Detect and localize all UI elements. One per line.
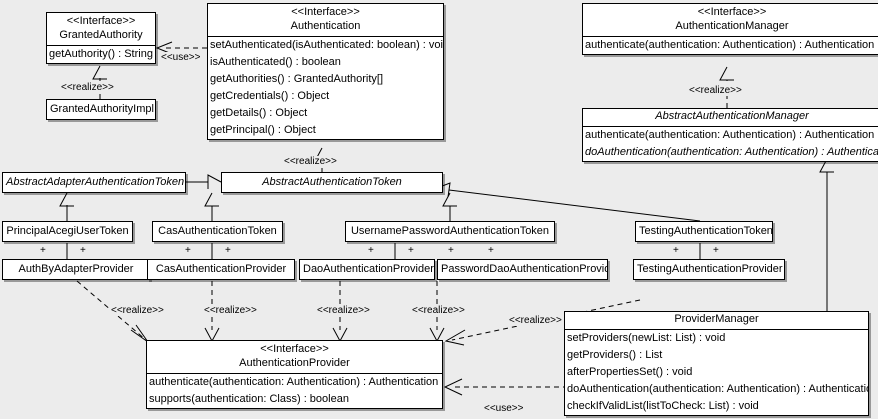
edge-label-use-provider-manager-authentication-provider: <<use>>	[483, 403, 525, 414]
edge-label-realize-abstract-manager-authentication-manager: <<realize>>	[688, 85, 743, 96]
multiplicity-marker: +	[408, 245, 414, 256]
multiplicity-marker: +	[40, 245, 46, 256]
compartment-divider	[565, 329, 868, 330]
class-stereotype: <<Interface>>	[66, 15, 136, 27]
class-box-cas-authentication-token[interactable]: CasAuthenticationToken	[152, 221, 283, 242]
class-box-password-dao-authentication-provider[interactable]: PasswordDaoAuthenticationProvider	[437, 259, 608, 280]
method-item: getAuthority() : String	[49, 48, 153, 60]
method-item: getPrincipal() : Object	[210, 124, 316, 136]
method-item: afterPropertiesSet() : void	[567, 366, 693, 378]
method-compartment: setProviders(newList: List) : void getPr…	[565, 330, 868, 415]
class-box-dao-authentication-provider[interactable]: DaoAuthenticationProvider	[299, 259, 435, 280]
method-item: doAuthentication(authentication: Authent…	[585, 146, 878, 158]
class-name: AbstractAdapterAuthenticationToken	[6, 176, 185, 188]
class-name: Authentication	[290, 20, 361, 32]
class-name: GrantedAuthority	[59, 29, 143, 41]
class-name: UsernamePasswordAuthenticationToken	[350, 225, 550, 237]
class-name: AbstractAuthenticationManager	[655, 110, 809, 122]
edge-label-realize-cas: <<realize>>	[203, 305, 258, 316]
class-name: PrincipalAcegiUserToken	[6, 225, 129, 237]
class-box-provider-manager[interactable]: ProviderManager setProviders(newList: Li…	[564, 311, 869, 416]
class-box-username-password-authentication-token[interactable]: UsernamePasswordAuthenticationToken	[345, 221, 555, 242]
edge-label-realize-password-dao: <<realize>>	[411, 305, 466, 316]
compartment-divider	[583, 126, 878, 127]
method-compartment: getAuthority() : String	[47, 46, 155, 63]
class-box-abstract-adapter-authentication-token[interactable]: AbstractAdapterAuthenticationToken	[2, 172, 186, 193]
class-stereotype: <<Interface>>	[291, 6, 360, 18]
method-item: setProviders(newList: List) : void	[567, 332, 726, 344]
method-item: isAuthenticated() : boolean	[210, 56, 341, 68]
class-box-abstract-authentication-manager[interactable]: AbstractAuthenticationManager authentica…	[582, 108, 878, 162]
multiplicity-marker: +	[673, 245, 679, 256]
edge-label-realize-granted-authority-impl: <<realize>>	[60, 82, 115, 93]
edge-label-use-authentication-grantedauthority: <<use>>	[160, 52, 202, 63]
class-name: DaoAuthenticationProvider	[303, 263, 434, 275]
class-box-authentication-manager[interactable]: <<Interface>> AuthenticationManager auth…	[582, 3, 878, 55]
class-name: CasAuthenticationProvider	[155, 263, 287, 275]
edge-label-realize-abstract-token-authentication: <<realize>>	[283, 156, 338, 167]
class-name: AbstractAuthenticationToken	[262, 176, 402, 188]
multiplicity-marker: +	[80, 245, 86, 256]
class-box-principal-acegi-user-token[interactable]: PrincipalAcegiUserToken	[2, 221, 133, 242]
class-name: CasAuthenticationToken	[158, 225, 277, 237]
class-name: PasswordDaoAuthenticationProvider	[441, 263, 607, 275]
method-item: supports(authentication: Class) : boolea…	[149, 393, 349, 405]
compartment-divider	[583, 36, 878, 37]
edge-label-realize-auth-by-adapter: <<realize>>	[110, 305, 165, 316]
class-box-testing-authentication-provider[interactable]: TestingAuthenticationProvider	[633, 259, 785, 280]
method-item: getCredentials() : Object	[210, 90, 330, 102]
compartment-divider	[147, 373, 442, 374]
method-item: authenticate(authentication: Authenticat…	[585, 39, 875, 51]
class-name: AuthenticationProvider	[239, 357, 350, 369]
class-name: GrantedAuthorityImpl	[50, 103, 154, 115]
method-compartment: authenticate(authentication: Authenticat…	[147, 374, 442, 408]
method-compartment: authenticate(authentication: Authenticat…	[583, 127, 878, 161]
class-name: TestingAuthenticationProvider	[637, 263, 783, 275]
compartment-divider	[47, 45, 155, 46]
multiplicity-marker: +	[713, 245, 719, 256]
class-box-auth-by-adapter-provider[interactable]: AuthByAdapterProvider	[2, 259, 150, 280]
edge-label-realize-dao: <<realize>>	[316, 305, 371, 316]
multiplicity-marker: +	[225, 245, 231, 256]
method-item: getAuthorities() : GrantedAuthority[]	[210, 73, 384, 85]
multiplicity-marker: +	[368, 245, 374, 256]
method-item: authenticate(authentication: Authenticat…	[585, 129, 875, 141]
multiplicity-marker: +	[448, 245, 454, 256]
method-item: authenticate(authentication: Authenticat…	[149, 376, 439, 388]
class-box-cas-authentication-provider[interactable]: CasAuthenticationProvider	[147, 259, 295, 280]
method-item: getDetails() : Object	[210, 107, 308, 119]
method-item: setAuthenticated(isAuthenticated: boolea…	[210, 39, 443, 51]
class-box-granted-authority[interactable]: <<Interface>> GrantedAuthority getAuthor…	[46, 12, 156, 64]
class-box-testing-authentication-token[interactable]: TestingAuthenticationToken	[635, 221, 773, 242]
class-stereotype: <<Interface>>	[260, 343, 329, 355]
edge-label-realize-provider-manager: <<realize>>	[508, 315, 563, 326]
class-box-granted-authority-impl[interactable]: GrantedAuthorityImpl	[46, 99, 156, 120]
class-name: TestingAuthenticationToken	[639, 225, 772, 237]
compartment-divider	[208, 36, 443, 37]
class-box-authentication[interactable]: <<Interface>> Authentication setAuthenti…	[207, 3, 444, 140]
class-box-abstract-authentication-token[interactable]: AbstractAuthenticationToken	[221, 172, 443, 193]
class-name: ProviderManager	[674, 313, 759, 325]
class-stereotype: <<Interface>>	[697, 6, 767, 18]
class-box-authentication-provider[interactable]: <<Interface>> AuthenticationProvider aut…	[146, 340, 443, 409]
method-compartment: authenticate(authentication: Authenticat…	[583, 37, 878, 54]
method-item: getProviders() : List	[567, 349, 663, 361]
class-name: AuthenticationManager	[675, 20, 789, 32]
class-name: AuthByAdapterProvider	[18, 263, 134, 275]
method-item: checkIfValidList(listToCheck: List) : vo…	[567, 400, 759, 412]
multiplicity-marker: +	[185, 245, 191, 256]
method-compartment: setAuthenticated(isAuthenticated: boolea…	[208, 37, 443, 139]
multiplicity-marker: +	[488, 245, 494, 256]
method-item: doAuthentication(authentication: Authent…	[567, 383, 868, 395]
